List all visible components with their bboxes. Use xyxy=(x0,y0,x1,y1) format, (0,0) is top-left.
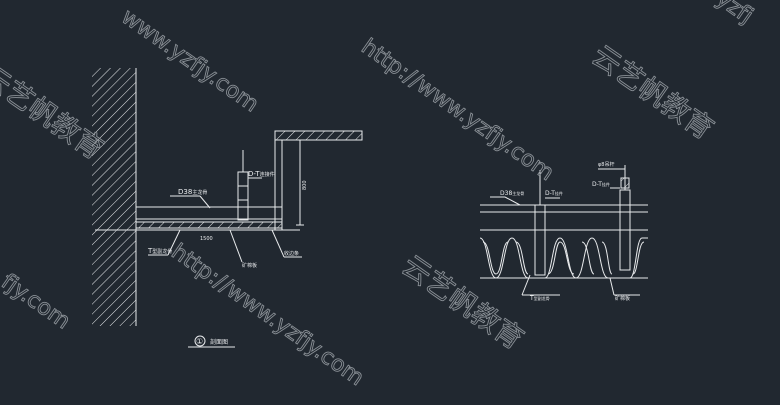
section-title: 剖面图 xyxy=(210,338,228,346)
dim-height: 800 xyxy=(302,180,308,190)
leader-edge xyxy=(271,229,285,258)
watermark-url-corner: yzfj xyxy=(712,0,758,29)
label-d38: D38主龙骨 xyxy=(178,188,207,196)
ceiling-board xyxy=(135,221,283,229)
dt-hanger xyxy=(237,171,249,221)
label-board: 矿棉板 xyxy=(242,262,257,269)
r-label-dt1: D-T挂件 xyxy=(545,190,563,197)
leader-t-keel xyxy=(167,229,181,256)
r-leader-board xyxy=(609,277,615,296)
label-edge: 收边条 xyxy=(284,250,299,257)
r-hanger-left xyxy=(534,204,546,276)
dim-span: 1500 xyxy=(200,236,213,242)
right-labels: φ8吊杆 D38主龙骨 D-T挂件 D-T挂件 T型副龙骨 矿棉板 xyxy=(500,161,630,302)
r-label-board: 矿棉板 xyxy=(615,295,630,302)
leader-board xyxy=(229,229,243,263)
r-leader-d38 xyxy=(504,196,521,206)
label-t-keel: T型副龙骨 xyxy=(147,247,172,255)
wall-hatch xyxy=(92,68,136,326)
r-leader-t-keel xyxy=(521,274,531,296)
watermark-brand-right: 云艺帆教育 xyxy=(586,39,720,146)
left-labels: D38主龙骨 D-T连接件 T型副龙骨 矿棉板 收边条 1500 800 ① 剖… xyxy=(147,170,308,346)
r-label-t-keel: T型副龙骨 xyxy=(529,295,550,302)
watermark-url-center: http://www.yzfjy.com xyxy=(357,34,559,186)
watermark-url-top: www.yzfjy.com xyxy=(117,4,263,117)
r-hanger-right-clamp xyxy=(620,177,630,189)
soffit-board xyxy=(274,130,363,141)
watermark-url-left: fjy.com xyxy=(0,269,75,334)
left-section-detail xyxy=(92,68,363,348)
section-marker-circle xyxy=(194,335,206,347)
section-number: ① xyxy=(196,337,203,346)
r-label-dt2: D-T挂件 xyxy=(592,181,610,188)
r-label-d38: D38主龙骨 xyxy=(500,190,524,197)
r-panel-left-outline xyxy=(482,241,645,275)
right-detail xyxy=(479,165,648,296)
label-dt: D-T连接件 xyxy=(248,170,275,178)
r-label-hanger: φ8吊杆 xyxy=(598,161,614,168)
leader-d38 xyxy=(199,195,211,209)
watermark-url-bottom: http://www.yzfjy.com xyxy=(167,239,369,391)
watermark-brand-bottom: 云艺帆教育 xyxy=(396,249,530,356)
